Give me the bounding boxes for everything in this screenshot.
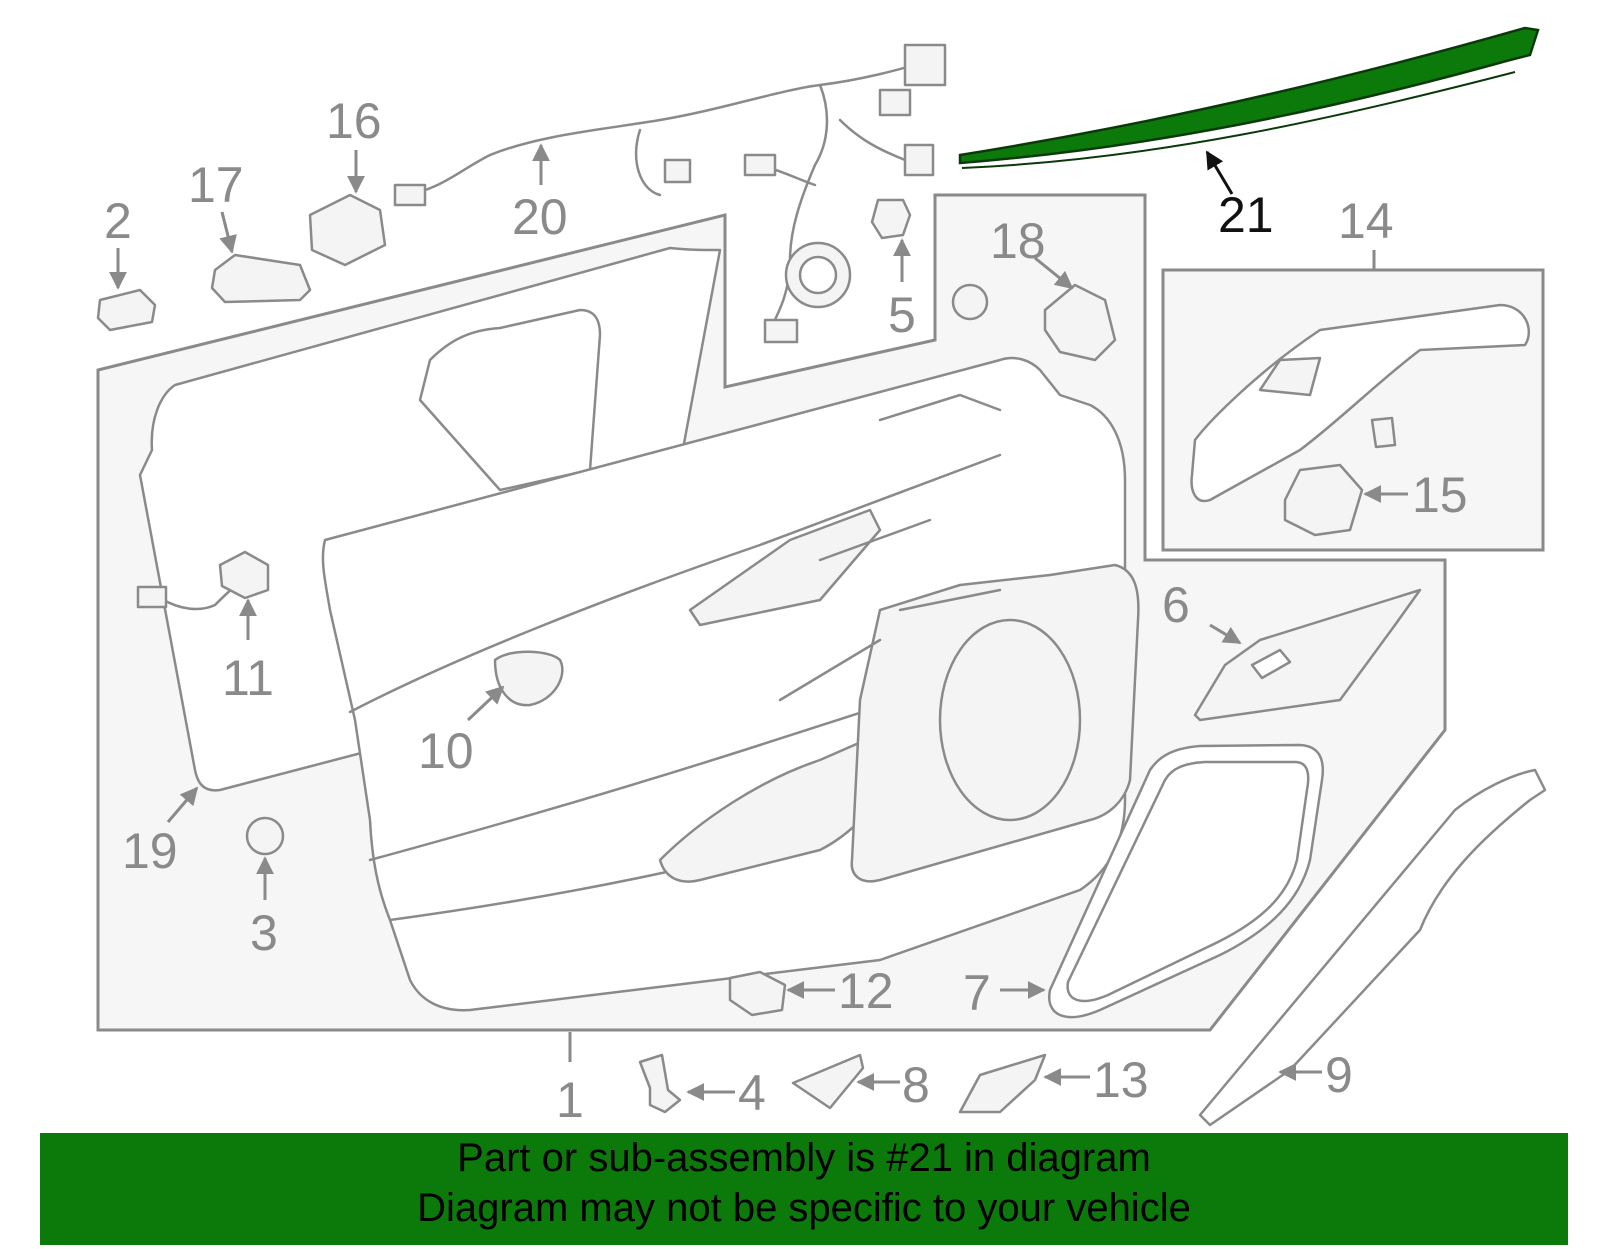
leader-17 [219, 211, 237, 254]
callout-19: 19 [122, 823, 178, 879]
part-14-armrest [1190, 303, 1531, 503]
part-20-connector-a [393, 183, 427, 207]
speaker-opening [938, 618, 1082, 822]
part-14-switch-recess [1258, 356, 1322, 397]
callout-20: 20 [512, 189, 568, 245]
callout-6: 6 [1162, 577, 1190, 633]
part-8-trim-piece [791, 1053, 865, 1110]
part-20-connector-f [763, 318, 799, 344]
callout-14: 14 [1338, 193, 1394, 249]
part-11-tweeter [218, 550, 270, 600]
part-17-switch [210, 253, 312, 304]
part-12-courtesy-lamp [728, 970, 787, 1017]
part-7-grille-inner [1066, 760, 1310, 1003]
part-20-connector-e [903, 143, 935, 177]
leader-21 [1205, 150, 1234, 195]
part-11-connector [136, 585, 168, 609]
part-21-weatherstrip [958, 26, 1540, 165]
part-5-pushpin [870, 198, 912, 240]
callout-9: 9 [1325, 1047, 1353, 1103]
callout-10: 10 [418, 723, 474, 779]
part-13-handle-bezel [958, 1053, 1047, 1114]
part-14-clip [1370, 416, 1397, 449]
banner-line-1: Part or sub-assembly is #21 in diagram [457, 1136, 1151, 1180]
leader-18 [1034, 256, 1074, 290]
callout-17: 17 [188, 157, 244, 213]
part-21-weatherstrip-detail [961, 71, 1516, 169]
part-6-switch-bezel [1193, 588, 1422, 722]
part-19-window-outline [418, 308, 602, 492]
leader-10 [466, 685, 505, 722]
part-1-lower-line [368, 698, 902, 862]
part-20-grommet-inner [798, 255, 838, 295]
part-20-connector-b [903, 43, 947, 87]
part-15-switch [1283, 463, 1364, 537]
part-18-actuator [1043, 283, 1117, 362]
part-20-harness [403, 58, 932, 197]
callout-16: 16 [326, 93, 382, 149]
callout-5: 5 [888, 287, 916, 343]
part-20-connector-d [743, 153, 777, 177]
callout-1: 1 [556, 1072, 584, 1128]
callout-7: 7 [963, 965, 991, 1021]
part-9-pillar-trim [1198, 768, 1547, 1127]
callout-4: 4 [738, 1065, 766, 1121]
callout-18: 18 [990, 213, 1046, 269]
leader-6 [1209, 623, 1242, 645]
part-16-switch [308, 193, 387, 267]
callout-15: 15 [1412, 467, 1468, 523]
part-10-handle [493, 650, 564, 707]
callout-21: 21 [1218, 187, 1274, 243]
part-1-upper-opening [688, 508, 882, 627]
part-2-clip [96, 288, 157, 332]
door-inner-frame-rails [778, 393, 1002, 702]
door-inner-frame [850, 563, 1140, 883]
part-1-belt-line [348, 453, 1002, 714]
part-4-screw [638, 1053, 682, 1114]
callout-11: 11 [222, 650, 274, 706]
part-20-branch-a [634, 83, 829, 332]
callout-3: 3 [250, 905, 278, 961]
part-20-connector-c [878, 88, 912, 117]
part-3-pushpin [245, 816, 285, 856]
leader-19 [166, 786, 199, 823]
part-20-branch-b [758, 118, 907, 187]
part-unlabeled-pushpin [951, 283, 989, 321]
callout-8: 8 [902, 1057, 930, 1113]
callout-13: 13 [1093, 1052, 1149, 1108]
callout-12: 12 [838, 963, 894, 1019]
info-banner: Part or sub-assembly is #21 in diagram D… [40, 1133, 1568, 1245]
part-7-grille-ring [1047, 743, 1324, 1019]
part-6-switch [1250, 648, 1292, 680]
banner-line-2: Diagram may not be specific to your vehi… [417, 1186, 1191, 1230]
part-20-connector-g [663, 158, 692, 184]
callout-2: 2 [104, 193, 132, 249]
